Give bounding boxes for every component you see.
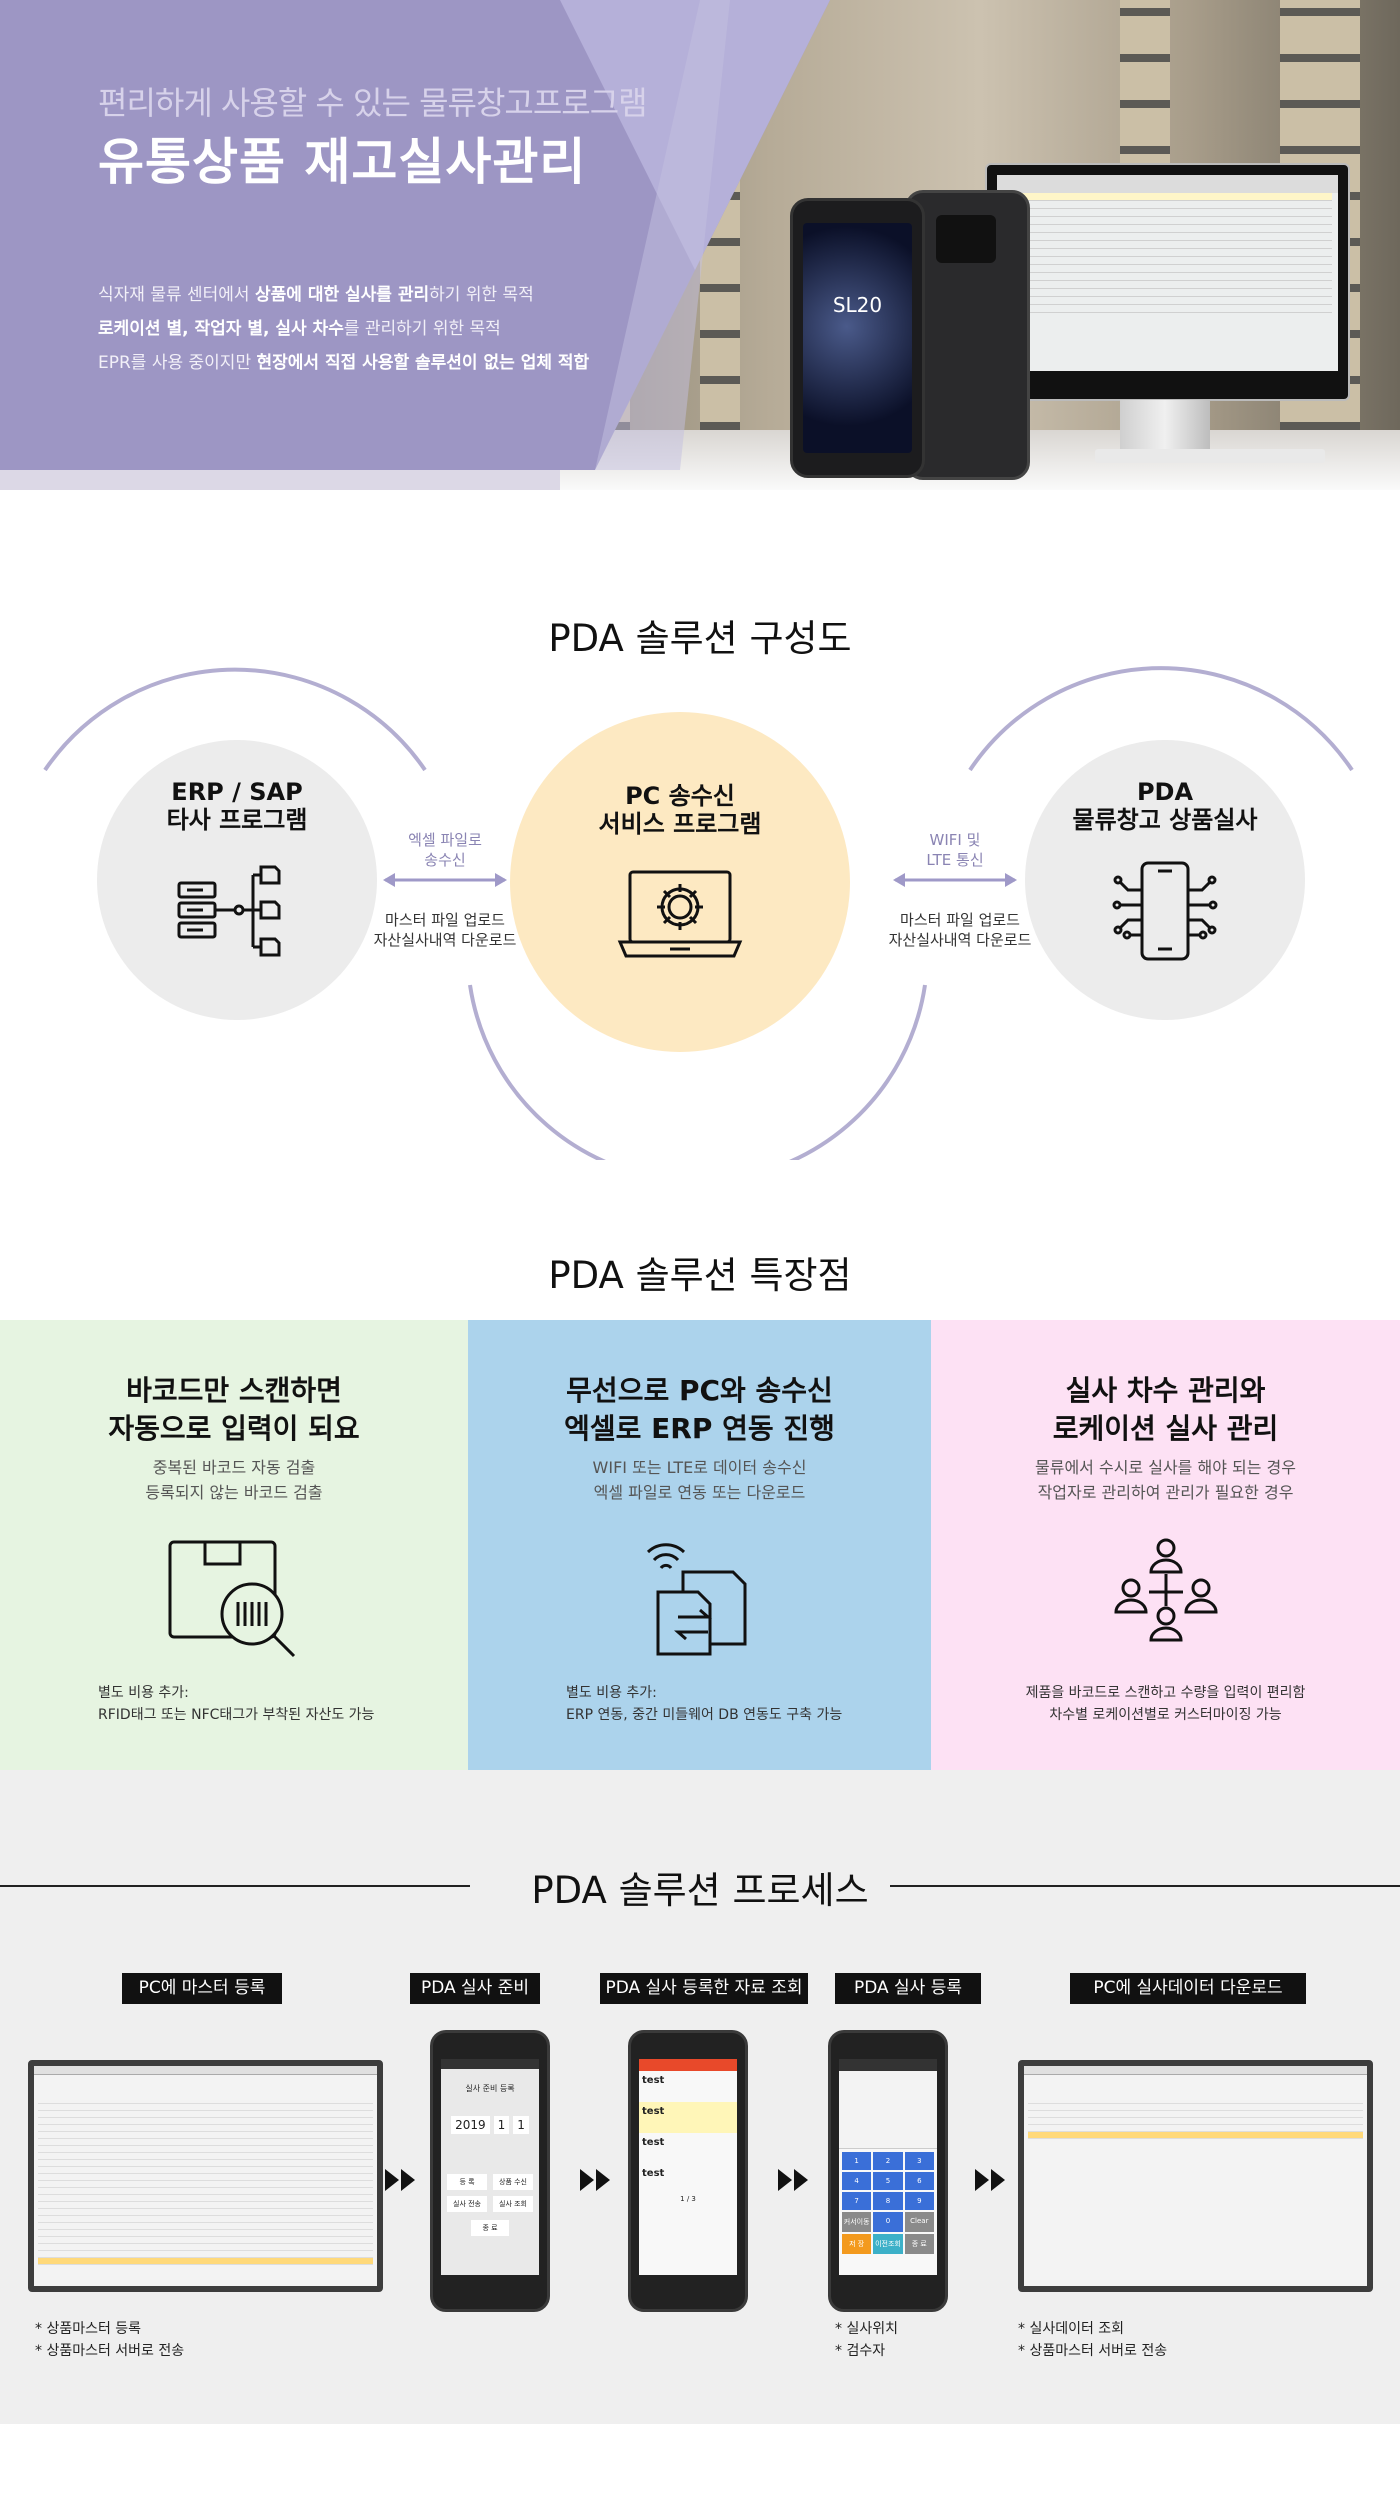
step-title-1: PC에 마스터 등록 [122, 1973, 282, 2004]
phone-model-label: SL20 [832, 293, 883, 317]
hero-desc-line: 로케이션 별, 작업자 별, 실사 차수를 관리하기 위한 목적 [98, 319, 501, 339]
feature-note: 별도 비용 추가:RFID태그 또는 NFC태그가 부착된 자산도 가능 [98, 1685, 375, 1723]
smartphone-circuit-icon [1112, 861, 1218, 961]
link-right-detail: 마스터 파일 업로드 자산실사내역 다운로드 [888, 911, 1032, 949]
step-title-3: PDA 실사 등록한 자료 조회 [600, 1973, 808, 2004]
hero-subtitle: 편리하게 사용할 수 있는 물류창고프로그램 [98, 84, 648, 122]
laptop-gear-icon [617, 870, 743, 958]
pc-node-title: PC 송수신 [625, 782, 735, 810]
page-bottom [0, 2424, 1400, 2494]
pda-prep-screen: 실사 준비 등록 2019 1 1 등 록 상품 수신 실사 전송 실사 조회 … [430, 2030, 550, 2312]
hero-banner: 편리하게 사용할 수 있는 물류창고프로그램 유통상품 재고실사관리 식자재 물… [0, 0, 1400, 490]
team-people-icon [1114, 1538, 1218, 1642]
divider-line [890, 1885, 1400, 1887]
arrow-right-icon [778, 2169, 808, 2191]
pc-download-window [1018, 2060, 1373, 2292]
step-5-notes: * 실사데이터 조회* 상품마스터 서버로 전송 [1018, 2321, 1168, 2359]
step-title-4: PDA 실사 등록 [835, 1973, 981, 2004]
box-barcode-search-icon [168, 1540, 296, 1658]
feature-note: 별도 비용 추가:ERP 연동, 중간 미들웨어 DB 연동도 구축 가능 [566, 1685, 843, 1723]
process-title: PDA 솔루션 프로세스 [531, 1869, 869, 1912]
hero-description: 식자재 물류 센터에서 상품에 대한 실사를 관리하기 위한 목적 로케이션 별… [98, 278, 589, 380]
pda-node-subtitle: 물류창고 상품실사 [1072, 806, 1258, 834]
keyboard-image [1095, 449, 1325, 463]
erp-node-subtitle: 타사 프로그램 [166, 806, 308, 834]
hero-desc-line: 식자재 물류 센터에서 상품에 대한 실사를 관리하기 위한 목적 [98, 285, 534, 305]
step-title-2: PDA 실사 준비 [410, 1973, 540, 2004]
pc-master-window [28, 2060, 383, 2292]
arrow-right-icon [975, 2169, 1005, 2191]
features-title: PDA 솔루션 특장점 [548, 1254, 852, 1297]
structure-title: PDA 솔루션 구성도 [548, 617, 852, 660]
step-title-5: PC에 실사데이터 다운로드 [1070, 1973, 1306, 2004]
desktop-monitor-image [985, 163, 1350, 401]
divider-line [0, 1885, 470, 1887]
hero-desc-line: EPR를 사용 중이지만 현장에서 직접 사용할 솔루션이 없는 업체 적합 [98, 353, 590, 373]
arrow-right-icon [385, 2169, 415, 2191]
monitor-screen [997, 175, 1338, 371]
step-1-notes: * 상품마스터 등록* 상품마스터 서버로 전송 [35, 2321, 185, 2359]
hero-purple-shape [0, 0, 830, 470]
structure-arcs [43, 666, 1354, 1160]
hero-title: 유통상품 재고실사관리 [98, 133, 587, 191]
pda-front-image: SL20 [790, 198, 925, 478]
server-network-icon [177, 865, 281, 957]
pda-node: PDA 물류창고 상품실사 [1025, 740, 1305, 1020]
erp-node-title: ERP / SAP [171, 778, 303, 806]
pc-node-subtitle: 서비스 프로그램 [598, 810, 762, 838]
link-right-label: WIFI 및 LTE 통신 [926, 831, 984, 869]
arrow-right-icon [580, 2169, 610, 2191]
pda-list-screen: test test test test 1 / 3 [628, 2030, 748, 2312]
wifi-file-transfer-icon [646, 1543, 747, 1656]
link-left-label: 엑셀 파일로 송수신 [408, 831, 482, 869]
pc-service-node: PC 송수신 서비스 프로그램 [510, 712, 850, 1052]
pda-node-title: PDA [1136, 778, 1194, 806]
pda-keypad-screen: 1 2 3 4 5 6 7 8 9 커서이동 0 Clear 저 장 이전조회 … [828, 2030, 948, 2312]
link-left-detail: 마스터 파일 업로드 자산실사내역 다운로드 [373, 911, 517, 949]
erp-sap-node: ERP / SAP 타사 프로그램 [97, 740, 377, 1020]
step-4-notes: * 실사위치* 검수자 [835, 2321, 898, 2359]
